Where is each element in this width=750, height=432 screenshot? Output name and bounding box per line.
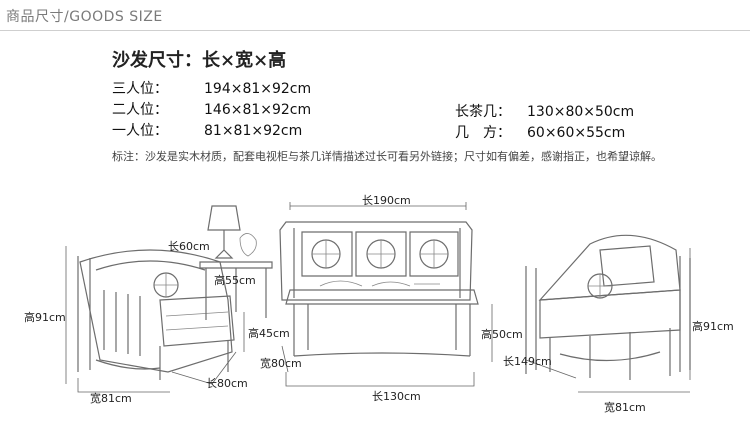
loveseat-length-label: 长149cm [503, 355, 552, 368]
armchair-height-label: 高91cm [24, 311, 66, 324]
spec-value: 81×81×92cm [204, 123, 303, 139]
three-seat-sofa-drawing [279, 221, 473, 301]
spec-row-one-seat: 一人位： 81×81×92cm [112, 120, 302, 140]
coffee-table-drawing [285, 280, 479, 357]
spec-label: 三人位： [112, 81, 168, 97]
armchair-drawing [77, 249, 235, 380]
spec-title: 沙发尺寸：长×宽×高 [112, 50, 287, 71]
spec-label: 几 方： [455, 125, 511, 141]
spec-row-coffee-table: 长茶几： 130×80×50cm [455, 101, 634, 121]
side-table-length-label: 长60cm [168, 240, 210, 253]
side-table-drawing [199, 205, 273, 320]
seat-height-label: 高45cm [248, 327, 290, 340]
sofa-length-label: 长190cm [362, 194, 411, 207]
spec-label: 二人位： [112, 102, 168, 118]
spec-note: 标注：沙发是实木材质，配套电视柜与茶几详情描述过长可看另外链接；尺寸如有偏差，感… [112, 150, 662, 163]
spec-value: 60×60×55cm [527, 125, 626, 141]
armchair-length-label: 长80cm [206, 377, 248, 390]
spec-value: 146×81×92cm [204, 102, 312, 118]
table-height-label: 高50cm [481, 328, 523, 341]
spec-value: 130×80×50cm [527, 104, 635, 120]
loveseat-height-label: 高91cm [692, 320, 734, 333]
spec-value: 194×81×92cm [204, 81, 312, 97]
side-table-height-label: 高55cm [214, 274, 256, 287]
spec-label: 一人位： [112, 123, 168, 139]
header-title: 商品尺寸/GOODS SIZE [6, 9, 163, 25]
table-length-label: 长130cm [372, 390, 421, 403]
page-header: 商品尺寸/GOODS SIZE [0, 0, 750, 31]
armchair-width-label: 宽81cm [90, 392, 132, 405]
spec-row-side-table: 几 方： 60×60×55cm [455, 122, 625, 142]
dimension-lines [65, 202, 691, 393]
spec-row-two-seat: 二人位： 146×81×92cm [112, 99, 311, 119]
spec-label: 长茶几： [455, 104, 511, 120]
loveseat-width-label: 宽81cm [604, 401, 646, 414]
table-width-label: 宽80cm [260, 357, 302, 370]
loveseat-drawing [525, 234, 691, 380]
spec-row-three-seat: 三人位： 194×81×92cm [112, 78, 311, 98]
